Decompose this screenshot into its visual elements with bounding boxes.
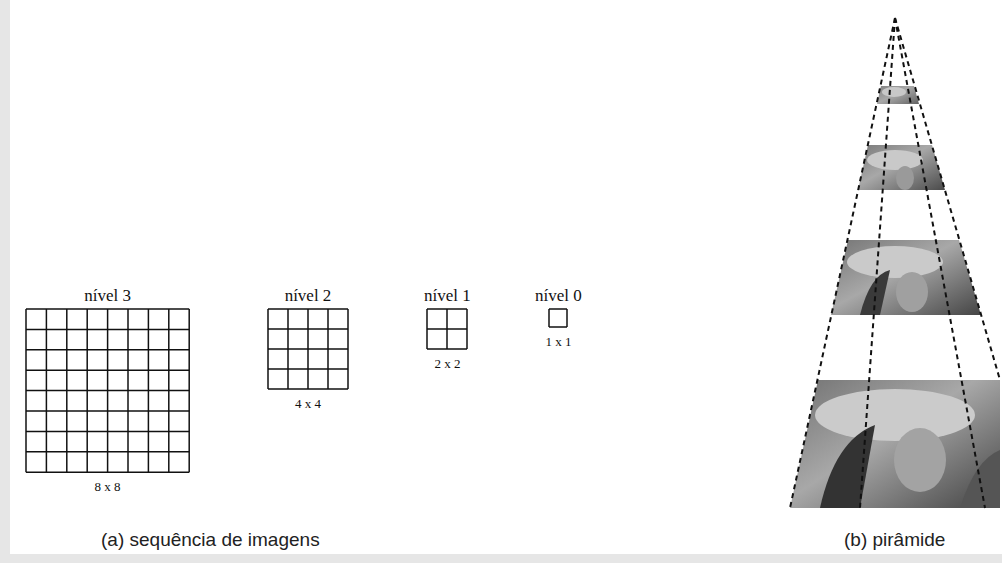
size-label: 1 x 1 (545, 332, 571, 352)
caption: (b) pirâmide (844, 528, 945, 552)
caption: (a) sequência de imagens (101, 528, 320, 552)
image-level: nível 3 8 x 8 (25, 286, 190, 497)
level-label: nível 3 (84, 286, 131, 306)
level-label: nível 2 (285, 286, 332, 306)
size-label: 8 x 8 (95, 477, 121, 497)
image-level: nível 1 2 x 2 (424, 286, 471, 374)
pixel-grid (426, 308, 468, 350)
level-label: nível 1 (424, 286, 471, 306)
pixel-grid (25, 308, 190, 473)
level-label: nível 0 (535, 286, 582, 306)
size-label: 2 x 2 (434, 354, 460, 374)
pixel-grid (267, 308, 349, 390)
pixel-grid (548, 308, 568, 328)
size-label: 4 x 4 (295, 394, 321, 414)
image-level: nível 2 4 x 4 (267, 286, 349, 414)
image-level: nível 0 1 x 1 (535, 286, 582, 352)
